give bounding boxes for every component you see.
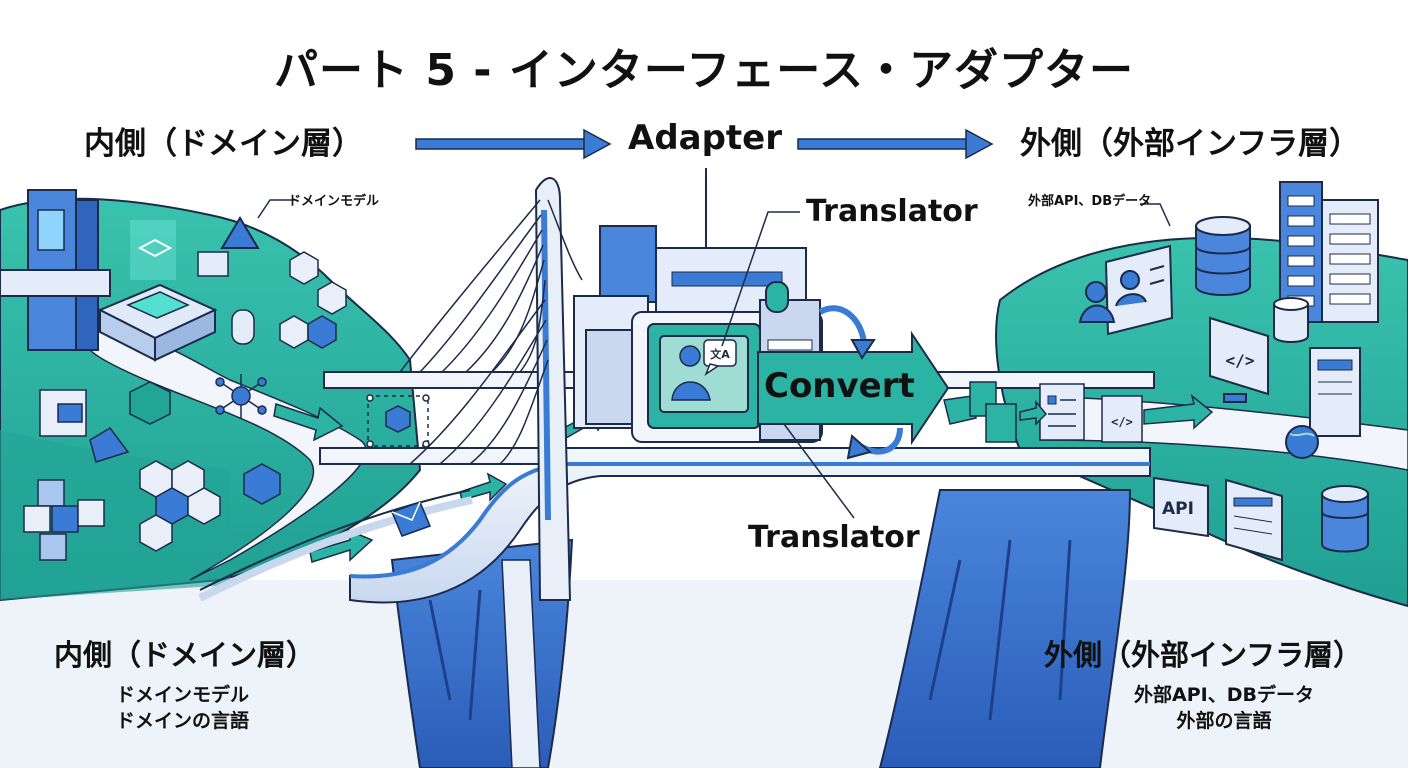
footer-inner-line2: ドメインの言語: [116, 710, 250, 732]
code-glyph-label: </>: [1226, 351, 1255, 370]
ground-left: [0, 580, 1408, 768]
envelope-icon: [391, 501, 431, 537]
translator-label-bottom: Translator: [748, 520, 920, 555]
footer-outer-line1: 外部API、DBデータ: [1134, 684, 1314, 706]
footer-inner-desc: ドメインモデル ドメインの言語: [116, 682, 249, 734]
header-arrow-left: [415, 128, 612, 160]
header-arrow-right: [797, 128, 994, 160]
convert-arrow: [757, 305, 950, 460]
header-adapter-label: Adapter: [628, 118, 783, 158]
domain-building-icon: [0, 189, 111, 351]
code-monitor-icon: [1209, 316, 1361, 437]
footer-inner-line1: ドメインモデル: [116, 684, 250, 706]
database-icon: [1195, 216, 1309, 343]
domain-model-tag: ドメインモデル: [288, 194, 380, 209]
domain-cubes-icon: [23, 381, 281, 561]
footer-outer-desc: 外部API、DBデータ 外部の言語: [1134, 682, 1314, 734]
api-panel-icon: [1153, 476, 1283, 562]
network-node-icon: [215, 374, 267, 418]
domain-chip-icon: [97, 220, 218, 362]
translator-person-icon: [671, 339, 737, 401]
translator-label-top: Translator: [806, 194, 978, 229]
convert-label: Convert: [764, 366, 915, 406]
header-inner-label: 内側（ドメイン層）: [84, 126, 363, 162]
footer-outer-title: 外側（外部インフラ層）: [1044, 638, 1363, 672]
external-data-tag: 外部API、DBデータ: [1028, 194, 1152, 209]
api-badge-label: API: [1162, 499, 1194, 519]
footer-outer-line2: 外部の言語: [1176, 710, 1272, 732]
footer-inner-title: 内側（ドメイン層）: [54, 638, 316, 672]
cliff-right: [878, 489, 1132, 768]
callout-leaders: [257, 199, 1171, 519]
header-outer-label: 外側（外部インフラ層）: [1020, 126, 1361, 162]
translate-glyph-label: 文A: [710, 347, 730, 361]
globe-icon: [1285, 425, 1319, 459]
document-flow-icon: [943, 381, 1214, 443]
profile-card-icon: [1078, 244, 1174, 336]
bridge-pylon: [399, 177, 583, 601]
doc-code-glyph-label: </>: [1111, 415, 1133, 429]
domain-model-icons: [197, 216, 347, 349]
database-small-icon: [1321, 485, 1369, 553]
page-title: パート 5 - インターフェース・アダプター: [274, 45, 1134, 96]
